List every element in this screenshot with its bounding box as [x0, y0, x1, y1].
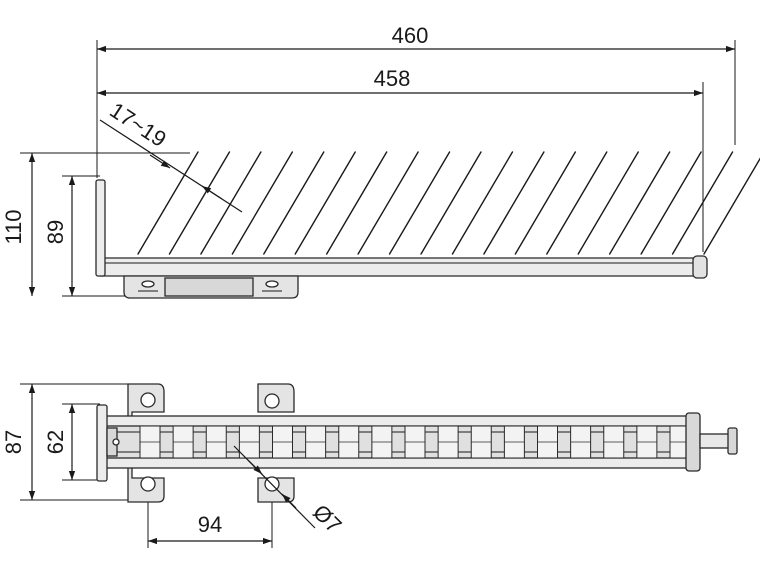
- dim-label-87: 87: [1, 430, 26, 454]
- hook-wire: [577, 151, 639, 255]
- dim-label-17-19: 17~19: [105, 97, 170, 152]
- top-front-plate: [96, 404, 108, 482]
- top-front-pin: [112, 438, 120, 446]
- dim-arrow-diameter-b: [281, 493, 297, 509]
- top-pull-rod: [699, 433, 731, 449]
- side-mount-block: [164, 277, 254, 297]
- top-hole-left-upper: [140, 392, 156, 408]
- dim-label-460: 460: [392, 23, 429, 48]
- dim-leader-diameter: [233, 445, 316, 529]
- side-front-plate: [95, 179, 106, 277]
- hook-wire: [263, 151, 325, 255]
- dim-arrow-diameter-a: [247, 459, 263, 475]
- top-pull-knob: [727, 427, 738, 455]
- hook-wire: [546, 151, 608, 255]
- rail-hook-slots: [139, 425, 691, 459]
- hook-wire: [325, 151, 388, 255]
- dim-arrow-17-19-a: [149, 154, 171, 169]
- dim-label-89: 89: [43, 220, 68, 244]
- hook-wire: [608, 151, 671, 255]
- hook-wire: [483, 151, 545, 255]
- hook-wire: [388, 151, 451, 255]
- dim-label-62: 62: [43, 430, 68, 454]
- hook-wire: [137, 151, 199, 255]
- dim-label-110: 110: [1, 209, 26, 244]
- dim-arrow-17-19-b: [201, 185, 223, 200]
- side-rail-end-cap: [692, 255, 708, 279]
- side-screw-right: [265, 280, 279, 288]
- side-rail: [96, 257, 707, 277]
- hook-wire: [200, 151, 262, 255]
- top-rail-end: [685, 412, 701, 472]
- dim-label-458: 458: [374, 66, 411, 91]
- hook-wire: [420, 151, 482, 255]
- top-rail-inner: [103, 425, 699, 459]
- hook-wire: [514, 151, 577, 255]
- hook-wire: [357, 151, 419, 255]
- hook-wires: [137, 151, 760, 255]
- hook-wire: [451, 151, 514, 255]
- dim-label-94: 94: [198, 512, 222, 537]
- top-hole-right-upper: [264, 393, 280, 409]
- hook-wire: [703, 157, 760, 255]
- side-screw-left: [141, 280, 155, 288]
- hook-wire: [640, 151, 702, 255]
- top-view: 87 62 94 Ø7: [1, 383, 738, 548]
- side-view: 460 458 110 89 17~19: [1, 23, 760, 299]
- hook-wire: [231, 151, 294, 255]
- hook-wire: [168, 151, 231, 255]
- top-hole-left-lower: [140, 476, 156, 492]
- hook-wire: [671, 151, 734, 255]
- dim-label-diameter: Ø7: [308, 499, 346, 537]
- hook-wire: [294, 151, 356, 255]
